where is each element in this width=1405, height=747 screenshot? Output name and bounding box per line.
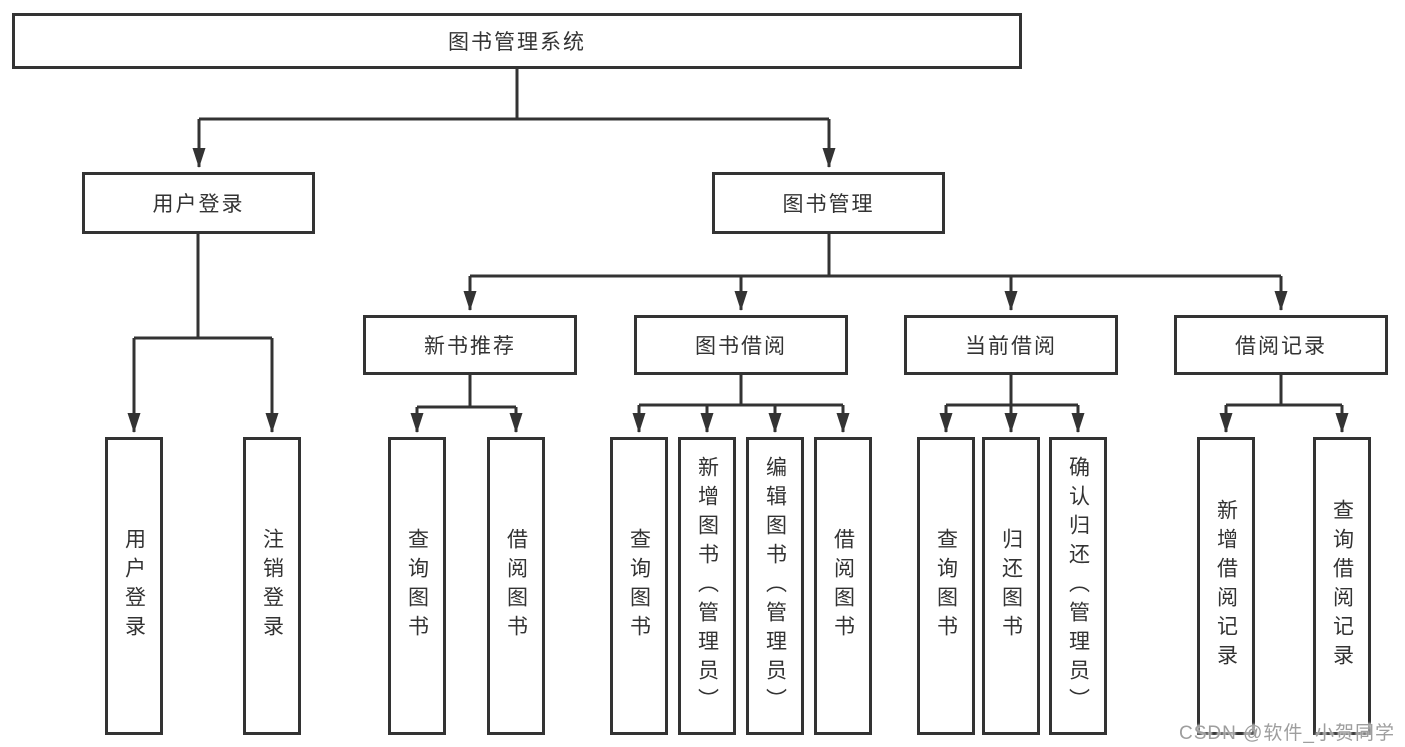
csdn-watermark: CSDN @软件_小贺同学	[1179, 723, 1395, 744]
node-leaf-borrow-books-recommend: 借阅图书	[487, 437, 545, 735]
node-book-management: 图书管理	[712, 172, 945, 234]
node-library-system: 图书管理系统	[12, 13, 1022, 69]
node-leaf-query-books-borrow: 查询图书	[610, 437, 668, 735]
node-leaf-add-books-admin: 新增图书（管理员）	[678, 437, 736, 735]
node-leaf-query-borrow-record: 查询借阅记录	[1313, 437, 1371, 735]
node-new-book-recommend: 新书推荐	[363, 315, 577, 375]
node-borrow-records: 借阅记录	[1174, 315, 1388, 375]
node-leaf-confirm-return-admin: 确认归还（管理员）	[1049, 437, 1107, 735]
node-leaf-query-books-current: 查询图书	[917, 437, 975, 735]
node-leaf-user-login: 用户登录	[105, 437, 163, 735]
node-leaf-add-borrow-record: 新增借阅记录	[1197, 437, 1255, 735]
node-leaf-edit-books-admin: 编辑图书（管理员）	[746, 437, 804, 735]
node-book-borrowing: 图书借阅	[634, 315, 848, 375]
node-leaf-borrow-books: 借阅图书	[814, 437, 872, 735]
node-leaf-logout: 注销登录	[243, 437, 301, 735]
node-current-borrowing: 当前借阅	[904, 315, 1118, 375]
node-leaf-query-books-recommend: 查询图书	[388, 437, 446, 735]
node-user-login: 用户登录	[82, 172, 315, 234]
node-leaf-return-books: 归还图书	[982, 437, 1040, 735]
